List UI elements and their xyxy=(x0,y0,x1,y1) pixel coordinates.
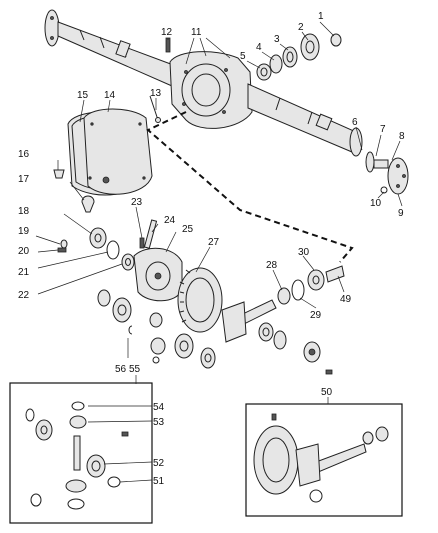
assembly-dashed-leader xyxy=(146,111,354,263)
callout-6: 6 xyxy=(352,117,358,128)
pinion-assembly xyxy=(221,265,345,343)
callout-22: 22 xyxy=(18,290,30,301)
kit-55-parts xyxy=(25,401,129,510)
callout-24: 24 xyxy=(164,215,176,226)
screw-20 xyxy=(57,247,67,253)
callout-8: 8 xyxy=(399,131,405,142)
callout-3: 3 xyxy=(274,34,280,45)
bearing-5 xyxy=(256,63,272,81)
shim-29 xyxy=(291,279,305,301)
ring-gear-27 xyxy=(177,267,223,333)
bearing-28 xyxy=(277,287,291,305)
callout-15: 15 xyxy=(77,90,89,101)
callout-17: 17 xyxy=(18,174,30,185)
shim-21 xyxy=(106,240,120,260)
clip-10 xyxy=(380,186,388,194)
bearing-18 xyxy=(89,227,107,249)
callout-13: 13 xyxy=(150,88,162,99)
callout-7: 7 xyxy=(380,124,386,135)
callout-29: 29 xyxy=(310,310,322,321)
callout-4: 4 xyxy=(256,42,262,53)
cover-14 xyxy=(83,108,153,195)
callout-55: 55 xyxy=(129,364,141,375)
callout-1: 1 xyxy=(318,11,324,22)
bearing-30 xyxy=(307,269,325,291)
callout-12: 12 xyxy=(161,27,173,38)
callout-20: 20 xyxy=(18,246,30,257)
nut-1 xyxy=(330,33,342,47)
seal-3 xyxy=(282,46,298,68)
callout-19: 19 xyxy=(18,226,30,237)
differential-gears xyxy=(97,289,194,364)
leader-lines xyxy=(35,21,403,483)
callout-labels: 1 2 3 4 5 6 7 8 9 10 11 12 13 14 15 16 1… xyxy=(18,11,405,487)
callout-18: 18 xyxy=(18,206,30,217)
callout-51: 51 xyxy=(153,476,165,487)
pinion-flange-parts xyxy=(256,33,342,81)
callout-50: 50 xyxy=(321,387,333,398)
callout-23: 23 xyxy=(131,197,143,208)
callout-53: 53 xyxy=(153,417,165,428)
kit-50-parts xyxy=(253,413,389,503)
yoke-2 xyxy=(300,33,320,61)
callout-2: 2 xyxy=(298,22,304,33)
callout-5: 5 xyxy=(240,51,246,62)
kit-box-55 xyxy=(9,382,153,524)
seal-7 xyxy=(365,151,375,173)
plug-17 xyxy=(81,195,95,213)
callout-54: 54 xyxy=(153,402,165,413)
callout-27: 27 xyxy=(208,237,220,248)
spacer-49 xyxy=(325,265,345,283)
clip-56 xyxy=(128,325,133,335)
pin-24 xyxy=(143,219,158,249)
shaft-8 xyxy=(373,159,389,169)
plug-16 xyxy=(53,169,65,179)
callout-14: 14 xyxy=(104,90,116,101)
callout-49: 49 xyxy=(340,294,352,305)
kit-box-50 xyxy=(245,403,403,517)
callout-16: 16 xyxy=(18,149,30,160)
callout-52: 52 xyxy=(153,458,165,469)
callout-28: 28 xyxy=(266,260,278,271)
cover-and-gasket xyxy=(67,108,153,196)
callout-25: 25 xyxy=(182,224,194,235)
callout-21: 21 xyxy=(18,267,30,278)
callout-30: 30 xyxy=(298,247,310,258)
axle-housing xyxy=(44,9,363,157)
bolt-19 xyxy=(60,239,68,249)
callout-9: 9 xyxy=(398,208,404,219)
callout-10: 10 xyxy=(370,198,382,209)
callout-56: 56 xyxy=(115,364,127,375)
bearing-4 xyxy=(269,54,283,74)
bolt-23 xyxy=(139,237,145,249)
cup-22 xyxy=(121,253,135,271)
axle-end-parts xyxy=(365,151,409,195)
callout-11: 11 xyxy=(191,27,202,38)
